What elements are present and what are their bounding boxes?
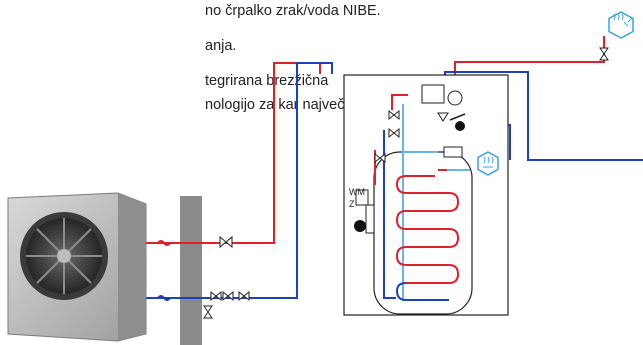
room-heating-icon <box>477 151 499 176</box>
text-line-1: no črpalko zrak/voda NIBE. <box>205 3 381 19</box>
valves <box>203 47 609 319</box>
hot-water-faucet-icon <box>608 11 634 39</box>
outdoor-heat-pump-unit <box>7 192 147 342</box>
coil-return <box>395 282 449 301</box>
hot-water-coil <box>395 175 460 284</box>
expansion-vessel-icon <box>421 84 466 158</box>
water-meter-label: WM <box>349 187 365 197</box>
indoor-module <box>343 74 509 316</box>
zone-label: Z <box>349 199 355 209</box>
internal-pipes <box>374 94 470 300</box>
wall-penetration-pipes <box>146 240 180 301</box>
circulation-pump-icon <box>354 220 366 232</box>
text-line-2: anja. <box>205 38 237 54</box>
wall <box>180 196 202 345</box>
